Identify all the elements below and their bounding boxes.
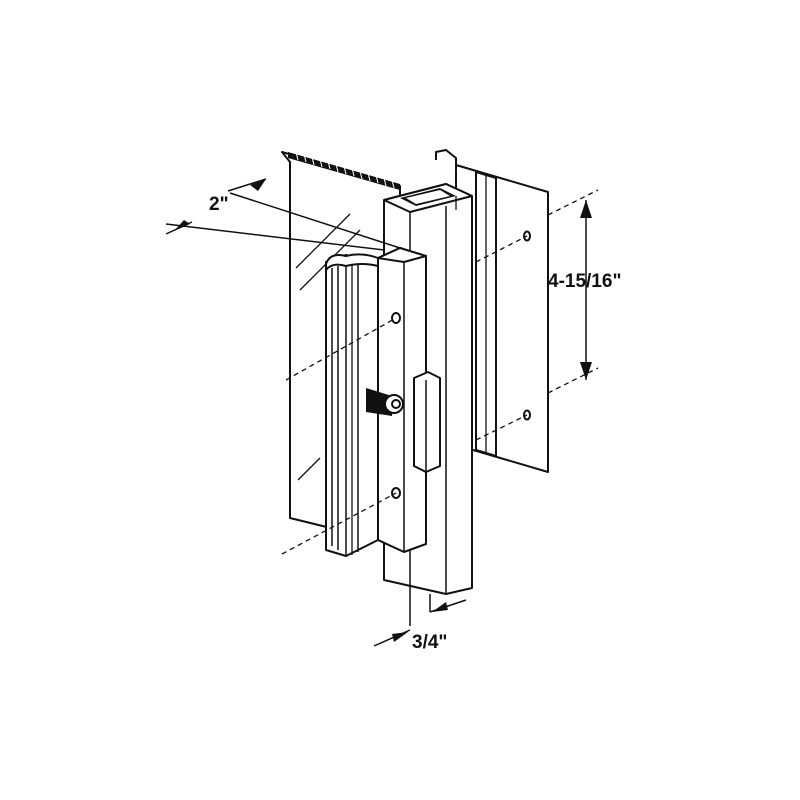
dimension-hole-spacing — [547, 189, 599, 394]
dimension-thickness-label: 3/4" — [412, 632, 447, 653]
lock-lever — [413, 371, 441, 473]
dimension-depth — [165, 178, 401, 251]
inside-handle — [325, 247, 441, 557]
screw-alignment-lines — [281, 235, 528, 555]
mounting-plate — [435, 149, 549, 473]
dimension-hole-spacing-label: 4-15/16" — [548, 271, 621, 292]
dimension-depth-label: 2" — [209, 194, 229, 215]
dimension-thickness — [373, 590, 467, 647]
